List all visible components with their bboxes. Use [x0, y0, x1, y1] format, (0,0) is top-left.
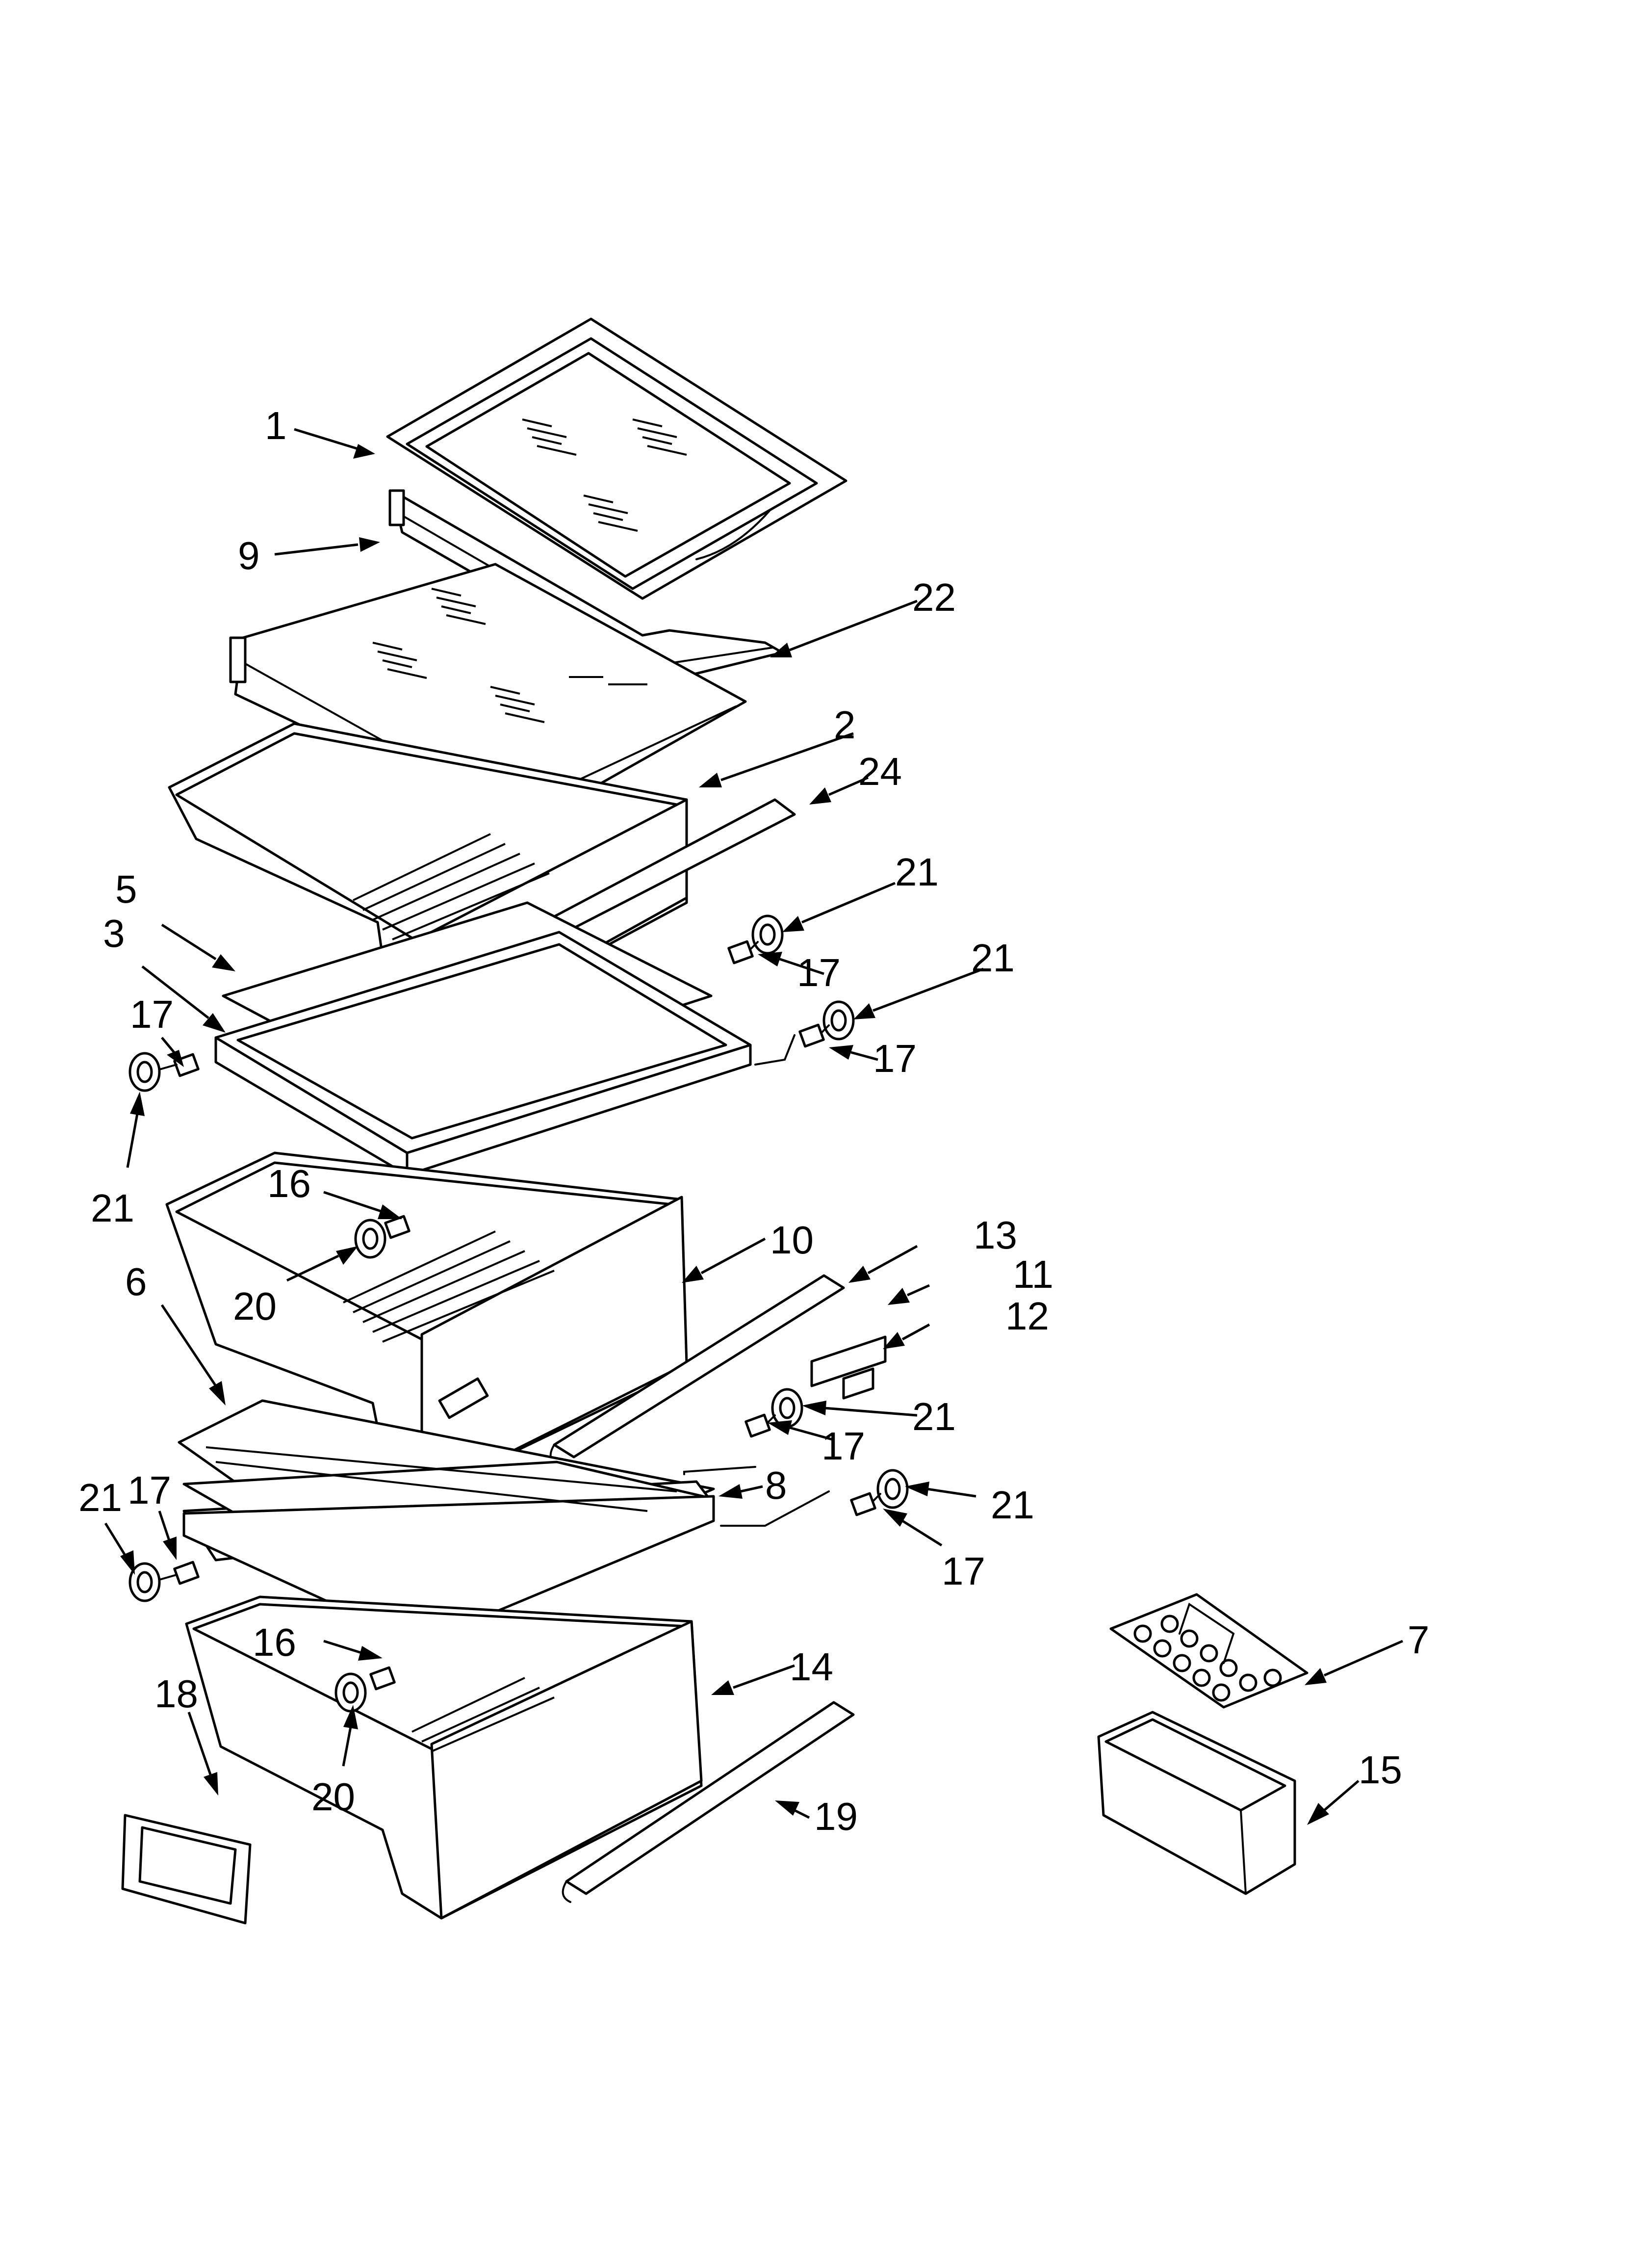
callout-labels: 1 9 22 2 24 21 5 3 17 21 17 17 21 16 20 … [78, 404, 1430, 1838]
callout-16: 16 [253, 1620, 296, 1664]
callout-21: 21 [895, 850, 939, 894]
leader-lines [104, 428, 1404, 1825]
callout-21: 21 [971, 936, 1015, 980]
callout-1: 1 [265, 404, 287, 447]
roller-axles [158, 940, 881, 1691]
callout-13: 13 [974, 1213, 1017, 1257]
bottom-drawer-handle [562, 1701, 855, 1903]
roller-wheels [128, 914, 909, 1713]
middle-crisper-drawer [165, 1151, 688, 1498]
callout-21: 21 [78, 1476, 122, 1519]
callout-15: 15 [1359, 1748, 1402, 1792]
callout-5: 5 [115, 867, 137, 911]
callout-10: 10 [770, 1218, 814, 1262]
storage-bin [1097, 1711, 1296, 1895]
callout-12: 12 [1005, 1294, 1049, 1338]
bottom-crisper-drawer [185, 1595, 703, 1920]
humidity-control [810, 1335, 887, 1400]
lower-crisper-cover [178, 1399, 715, 1645]
callout-11: 11 [1013, 1252, 1053, 1296]
callout-3: 3 [103, 912, 125, 955]
callout-17: 17 [130, 992, 174, 1036]
assembly-lines [683, 1034, 830, 1527]
callout-21: 21 [991, 1483, 1034, 1527]
callout-9: 9 [238, 534, 260, 577]
upper-crisper-cover [214, 901, 752, 1176]
callout-19: 19 [814, 1795, 858, 1838]
egg-tray [1109, 1593, 1308, 1709]
callout-24: 24 [858, 750, 902, 793]
callout-17: 17 [797, 951, 841, 994]
callout-17: 17 [873, 1037, 917, 1080]
callout-14: 14 [790, 1645, 833, 1689]
callout-17: 17 [128, 1468, 171, 1512]
top-glass-shelf [386, 317, 847, 600]
callout-17: 17 [821, 1424, 865, 1468]
drawer-label [121, 1814, 252, 1925]
callout-22: 22 [912, 575, 956, 619]
callout-21: 21 [912, 1395, 956, 1438]
callout-17: 17 [942, 1549, 985, 1593]
callout-6: 6 [125, 1260, 147, 1303]
callout-8: 8 [765, 1463, 787, 1507]
callout-20: 20 [311, 1775, 355, 1819]
callout-16: 16 [267, 1162, 311, 1205]
callout-2: 2 [834, 703, 856, 747]
callout-21: 21 [91, 1186, 134, 1230]
callout-18: 18 [154, 1672, 198, 1716]
callout-20: 20 [233, 1284, 277, 1328]
callout-7: 7 [1408, 1618, 1430, 1662]
